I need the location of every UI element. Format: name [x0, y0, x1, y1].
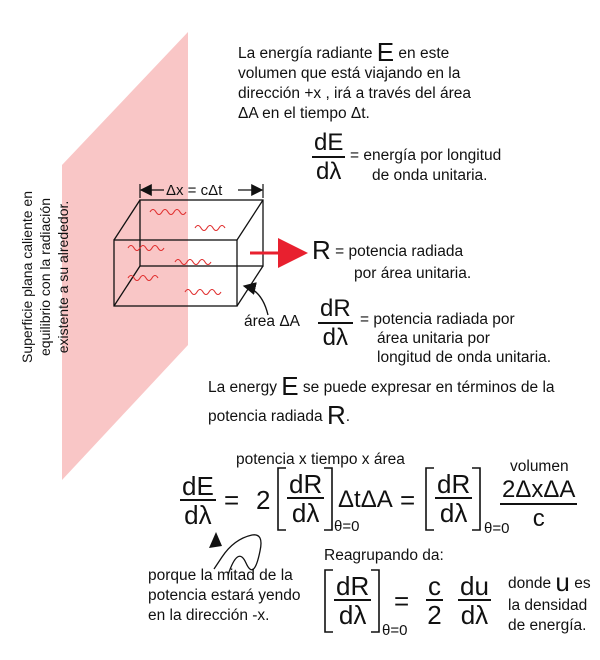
- dE-dlambda-fraction: dE dλ: [312, 129, 346, 185]
- note-line-3: en la dirección -x.: [148, 607, 270, 624]
- energy-text: La energy: [208, 379, 277, 396]
- surface-label-line: equilibrio con la radiación: [37, 198, 53, 356]
- fraction-denominator: dλ: [439, 498, 468, 528]
- intro-text: en este: [398, 45, 450, 62]
- eq2-left-fraction: dR dλ: [334, 571, 372, 630]
- fraction-numerator: dR: [435, 469, 473, 499]
- dR-definition-line-3: longitud de onda unitaria.: [377, 349, 552, 366]
- fraction-numerator: dE: [312, 129, 346, 158]
- eq1-lhs-fraction: dE dλ: [180, 473, 216, 528]
- eq1-volume-fraction: 2ΔxΔA c: [500, 476, 578, 532]
- intro-line-4: ΔA en el tiempo Δt.: [238, 105, 370, 122]
- R-definition-line-2: por área unitaria.: [354, 265, 472, 282]
- fraction-numerator: dE: [180, 471, 216, 501]
- note-pointer-head: [209, 532, 222, 548]
- intro-line-1: La energía radiante E en este: [238, 39, 450, 65]
- regroup-label: Reagrupando da:: [324, 547, 444, 564]
- energy-text: potencia radiada: [208, 408, 323, 425]
- note-line-1: porque la mitad de la: [148, 567, 293, 584]
- symbol-R: R: [326, 400, 346, 430]
- fraction-denominator: dλ: [291, 498, 320, 528]
- volume-box: [113, 199, 264, 307]
- eq1-right-fraction: dR dλ: [435, 469, 473, 528]
- eq1-equals-2: =: [400, 485, 416, 515]
- note-line-2: potencia estará yendo: [148, 587, 301, 604]
- intro-line-3: dirección +x , irá a través del área: [238, 85, 472, 102]
- eq1-equals: =: [224, 485, 240, 515]
- eq2-equals: =: [394, 586, 410, 616]
- dE-definition-line-1: = energía por longitud: [350, 146, 501, 166]
- energy-text: .: [345, 408, 351, 425]
- fraction-denominator: c: [532, 505, 545, 532]
- eq1-subscript-2: θ=0: [484, 520, 510, 537]
- equals-sign: =: [350, 147, 360, 164]
- eq1-coefficient: 2: [256, 485, 271, 515]
- note-pointer-squiggle: [213, 534, 262, 576]
- equation1-brackets: [277, 467, 481, 633]
- radiation-waves: [127, 208, 226, 296]
- fraction-numerator: du: [458, 571, 491, 601]
- energy-text-line-2: potencia radiada R.: [208, 402, 351, 428]
- fraction-numerator: dR: [334, 571, 372, 601]
- fraction-numerator: dR: [287, 469, 325, 499]
- fraction-numerator: dR: [318, 295, 353, 324]
- dR-dlambda-fraction: dR dλ: [318, 296, 353, 351]
- dR-definition-line-2: área unitaria por: [377, 330, 490, 347]
- dE-definition-line-2: de onda unitaria.: [372, 167, 488, 184]
- energy-text: se puede expresar en términos de la: [302, 379, 555, 396]
- fraction-denominator: dλ: [460, 600, 489, 630]
- hot-plane-surface: [62, 32, 188, 480]
- where-u-line-3: de energía.: [508, 617, 587, 634]
- delta-x-dimension: [139, 184, 264, 198]
- definition-text: energía por longitud: [363, 147, 502, 164]
- where-u-line-2: la densidad: [508, 597, 588, 614]
- eq2-subscript: θ=0: [382, 622, 408, 639]
- R-definition-line-1: R = potencia radiada: [312, 237, 464, 263]
- dR-definition-line-1: = potencia radiada por: [360, 311, 515, 328]
- surface-label: Superficie plana caliente en equilibrio …: [18, 172, 72, 382]
- symbol-E: E: [376, 37, 395, 67]
- intro-text: La energía radiante: [238, 45, 373, 62]
- fraction-numerator: 2ΔxΔA: [500, 476, 578, 505]
- eq2-c-over-2: c 2: [426, 573, 443, 628]
- area-label: área ΔA: [244, 313, 301, 330]
- where-u-text: donde: [508, 575, 552, 592]
- fraction-denominator: dλ: [316, 158, 342, 185]
- eq2-du-dlambda: du dλ: [458, 573, 491, 628]
- surface-label-line: existente a su alrededor.: [55, 200, 71, 354]
- equation1-volume-label: volumen: [510, 458, 569, 475]
- where-u-text: es: [574, 575, 591, 592]
- fraction-denominator: dλ: [322, 324, 349, 351]
- intro-line-2: volumen que está viajando en la: [238, 65, 461, 82]
- symbol-E: E: [281, 371, 299, 401]
- symbol-u: u: [555, 567, 570, 597]
- area-pointer-arrow: [242, 282, 269, 316]
- fraction-denominator: dλ: [338, 600, 367, 630]
- where-u-line-1: donde u es: [508, 569, 591, 595]
- eq1-subscript: θ=0: [334, 518, 360, 535]
- symbol-R: R: [312, 235, 331, 265]
- equation1-top-label: potencia x tiempo x área: [236, 451, 405, 468]
- eq1-dt-dA: ΔtΔA: [338, 486, 393, 513]
- surface-label-line: Superficie plana caliente en: [19, 191, 35, 364]
- eq1-mid-fraction: dR dλ: [287, 469, 325, 528]
- fraction-denominator: 2: [427, 600, 442, 630]
- definition-text: = potencia radiada: [335, 243, 464, 260]
- energy-text-line-1: La energy E se puede expresar en término…: [208, 373, 555, 399]
- delta-x-label: Δx = cΔt: [166, 182, 223, 199]
- fraction-numerator: c: [426, 571, 443, 601]
- fraction-denominator: dλ: [184, 500, 212, 530]
